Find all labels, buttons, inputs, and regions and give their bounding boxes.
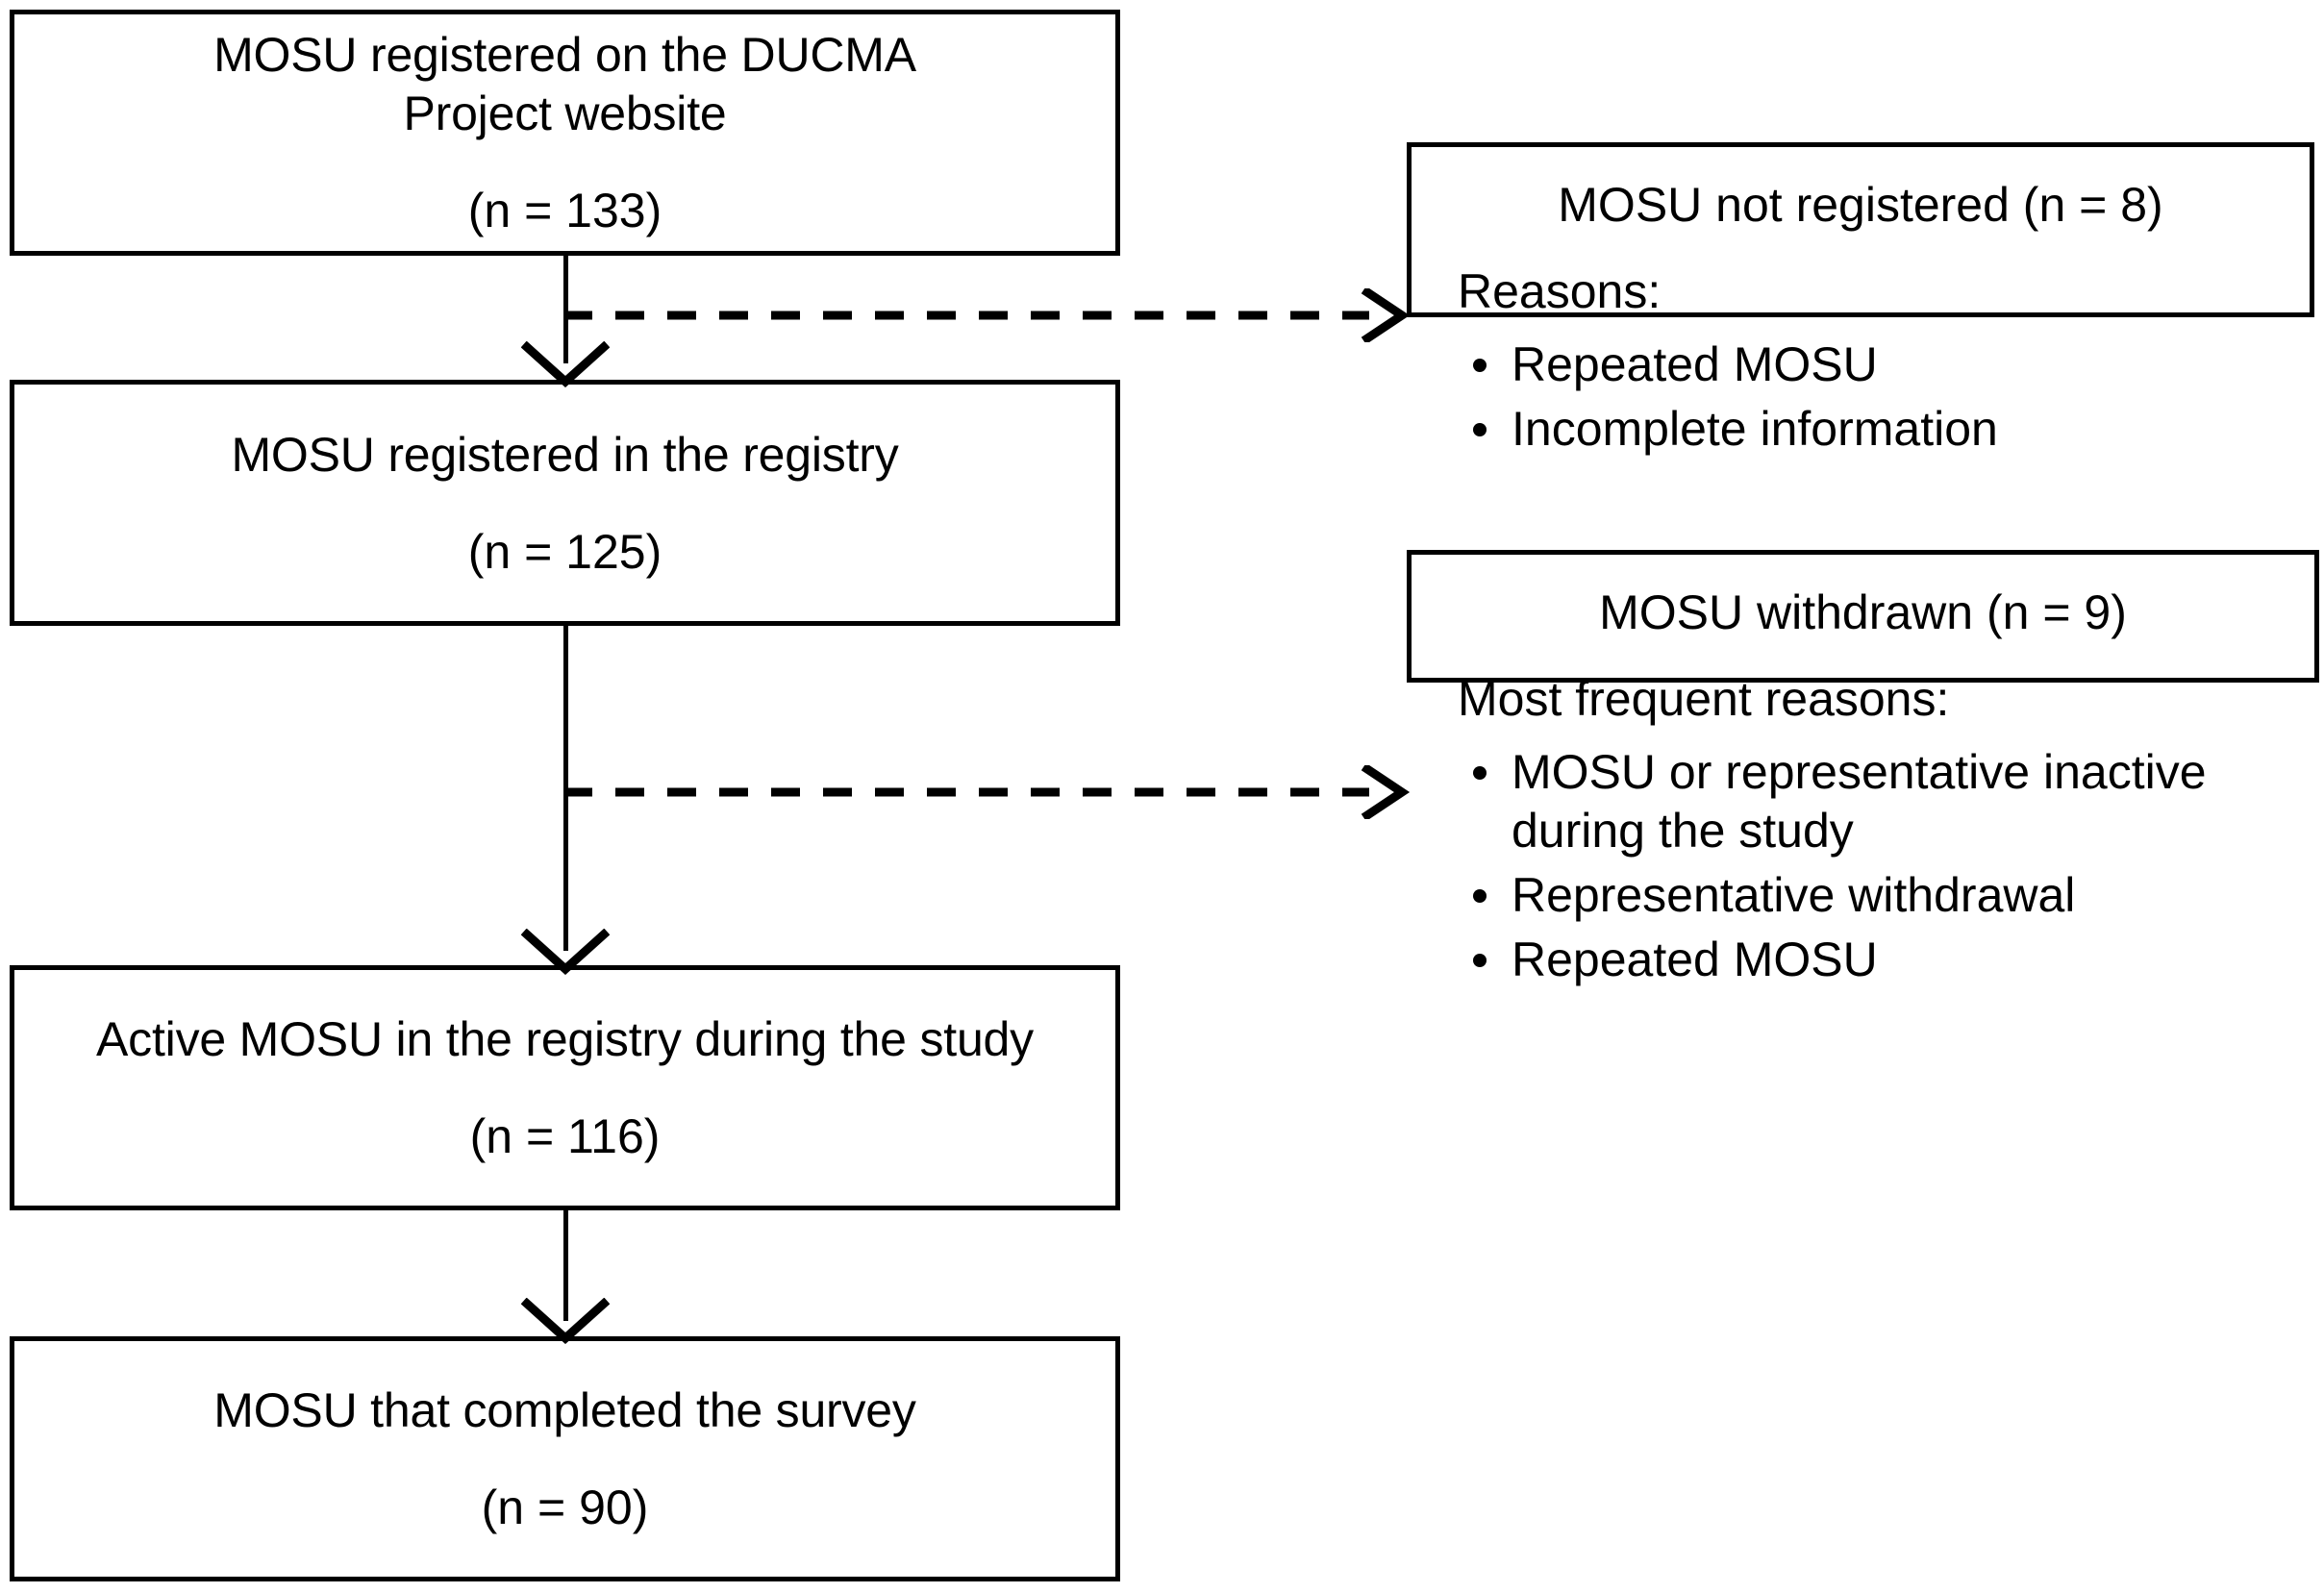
flow-box-count: (n = 116)	[469, 1109, 661, 1163]
side-box-not-registered: MOSU not registered (n = 8) Reasons: Rep…	[1407, 142, 2314, 456]
list-item: Incomplete information	[1465, 400, 2285, 459]
flow-box-title: MOSU registered on the DUCMA Project web…	[213, 28, 916, 140]
side-box-title: MOSU not registered (n = 8)	[1558, 178, 2163, 232]
side-box-subtitle: Reasons:	[1458, 264, 1662, 318]
list-item: MOSU or representative inactive during t…	[1465, 743, 2289, 860]
list-item: Repeated MOSU	[1465, 336, 2285, 394]
side-box-withdrawn: MOSU withdrawn (n = 9) Most frequent rea…	[1407, 550, 2319, 986]
side-box-reason-list: Repeated MOSU Incomplete information	[1458, 336, 2285, 459]
flow-box-active-registry: Active MOSU in the registry during the s…	[10, 965, 1120, 1210]
flow-box-title: Active MOSU in the registry during the s…	[96, 1012, 1034, 1066]
side-box-reason-list: MOSU or representative inactive during t…	[1458, 743, 2289, 989]
flow-box-title: MOSU that completed the survey	[213, 1383, 916, 1437]
side-box-subtitle: Most frequent reasons:	[1458, 672, 1950, 726]
flow-box-completed-survey: MOSU that completed the survey (n = 90)	[10, 1336, 1120, 1581]
list-item: Repeated MOSU	[1465, 931, 2289, 989]
connector-dashed-to-not-registered	[563, 288, 1413, 342]
flow-box-count: (n = 90)	[481, 1481, 649, 1534]
connector-line-3-to-4	[563, 1210, 568, 1321]
flow-box-registered-registry: MOSU registered in the registry (n = 125…	[10, 380, 1120, 626]
flow-box-registered-website: MOSU registered on the DUCMA Project web…	[10, 10, 1120, 256]
flow-box-title: MOSU registered in the registry	[231, 427, 899, 482]
flow-box-count: (n = 125)	[467, 524, 662, 579]
side-box-title: MOSU withdrawn (n = 9)	[1599, 585, 2127, 639]
flow-box-count: (n = 133)	[467, 184, 662, 237]
list-item: Representative withdrawal	[1465, 866, 2289, 925]
connector-line-1-to-2	[563, 256, 568, 363]
connector-dashed-to-withdrawn	[563, 765, 1413, 819]
